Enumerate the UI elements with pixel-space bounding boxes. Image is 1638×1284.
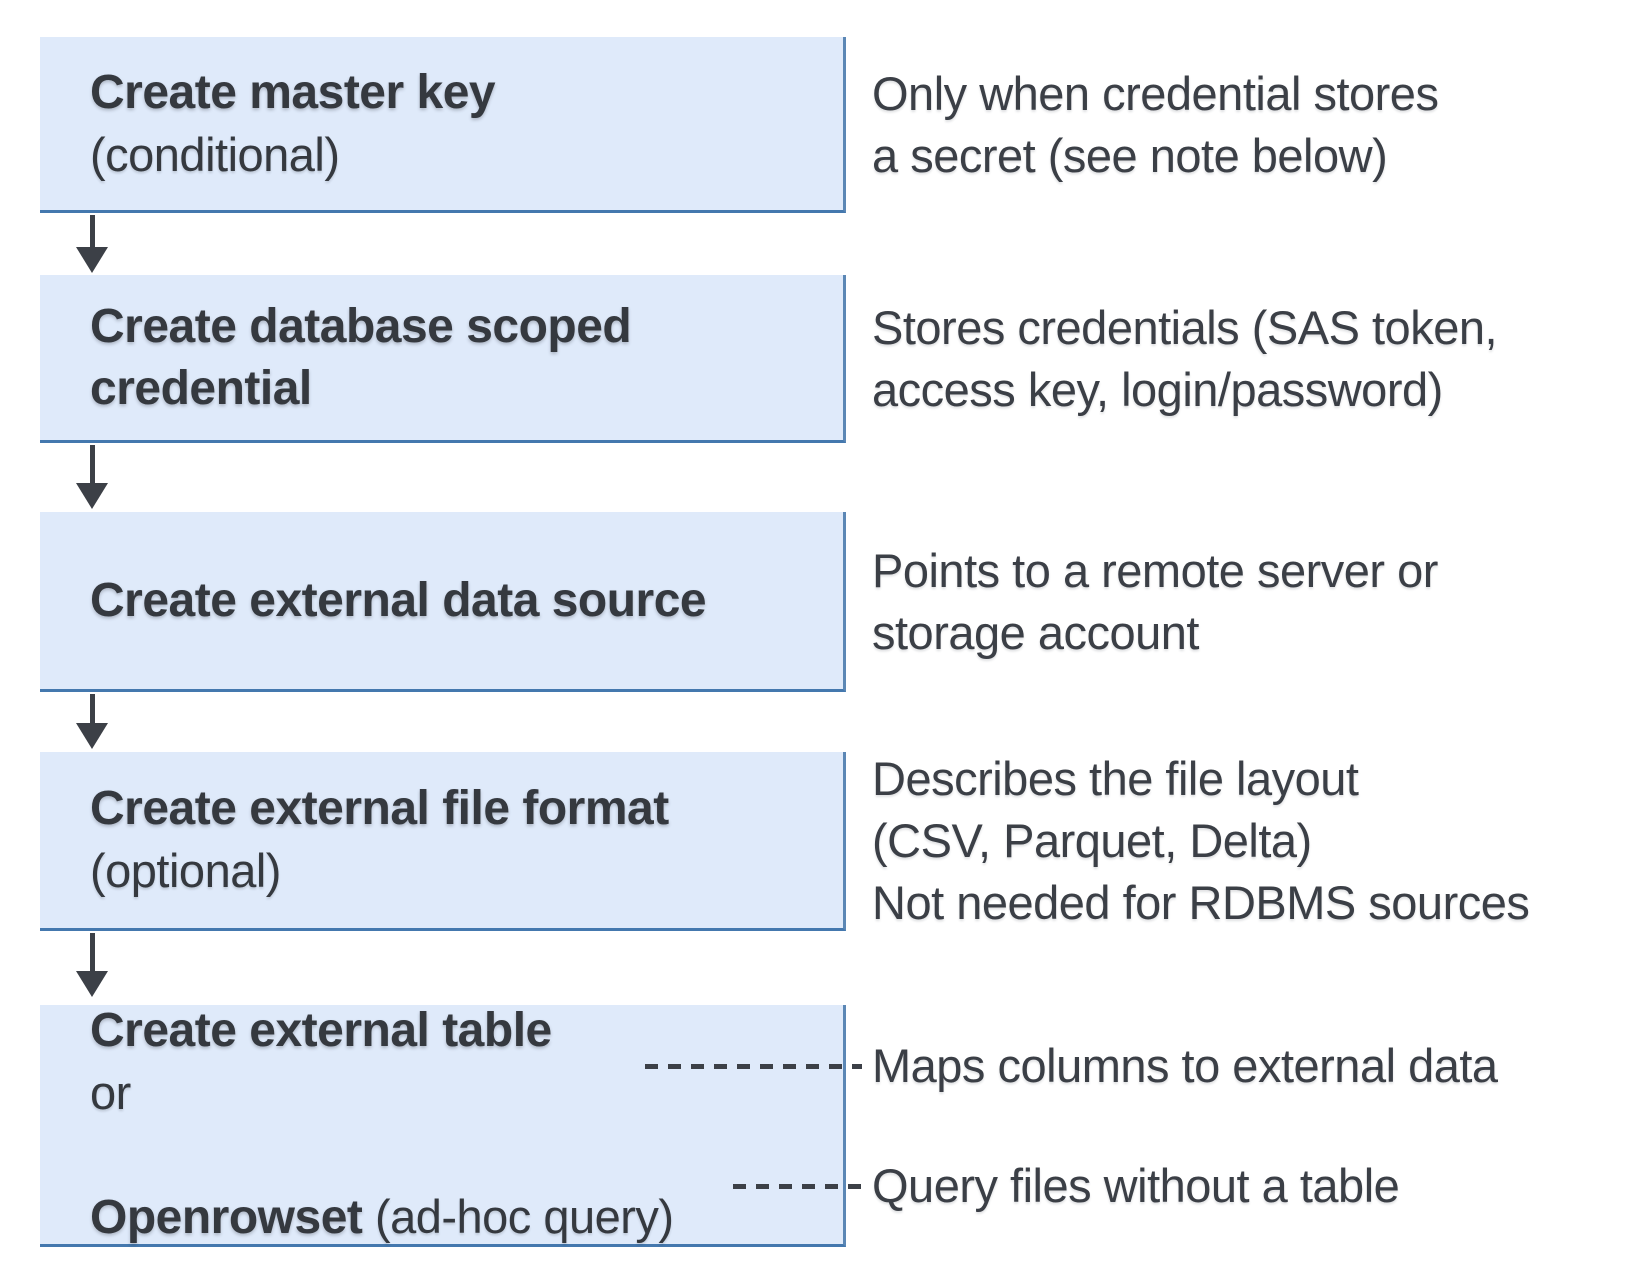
step-box-create-external-file-format: Create external file format (optional) — [40, 752, 846, 931]
step-title: Create master key — [90, 65, 496, 119]
step-box-create-database-scoped-credential: Create database scoped credential — [40, 275, 846, 443]
note-query-files: Query files without a table — [872, 1159, 1400, 1212]
arrow-down-icon — [76, 445, 108, 509]
arrow-shaft — [90, 933, 95, 973]
step-title: Create external data source — [90, 573, 707, 627]
arrow-shaft — [90, 694, 95, 725]
note-create-external-data-source: Points to a remote server or storage acc… — [872, 544, 1438, 659]
note-create-master-key: Only when credential stores a secret (se… — [872, 67, 1439, 182]
step-title-openrowset: Openrowset — [90, 1191, 363, 1244]
step-title-create-external-table: Create external table — [90, 1004, 552, 1057]
arrow-head — [76, 247, 108, 273]
arrow-shaft — [90, 215, 95, 249]
step-title: Create database scoped credential — [90, 299, 632, 415]
step-qualifier-adhoc-query: (ad-hoc query) — [362, 1190, 674, 1243]
arrow-shaft — [90, 445, 95, 485]
note-create-external-file-format: Describes the file layout (CSV, Parquet,… — [872, 752, 1530, 929]
arrow-head — [76, 483, 108, 509]
dashed-connector — [733, 1184, 863, 1189]
arrow-head — [76, 971, 108, 997]
step-qualifier: (conditional) — [90, 127, 340, 181]
step-qualifier: (optional) — [90, 844, 281, 897]
arrow-down-icon — [76, 215, 108, 273]
step-title: Create external file format — [90, 782, 669, 835]
step-box-create-external-data-source: Create external data source — [40, 512, 846, 692]
step-or-label: or — [90, 1066, 131, 1119]
dashed-connector — [645, 1064, 862, 1069]
arrow-down-icon — [76, 933, 108, 997]
step-box-create-master-key: Create master key (conditional) — [40, 37, 846, 213]
note-create-database-scoped-credential: Stores credentials (SAS token, access ke… — [872, 301, 1498, 416]
step-title-openrowset-line: Openrowset (ad-hoc query) — [90, 1124, 843, 1249]
arrow-head — [76, 723, 108, 749]
step-box-create-external-table-or-openrowset: Create external table or Openrowset (ad-… — [40, 1004, 846, 1249]
note-maps-columns: Maps columns to external data — [872, 1039, 1498, 1092]
arrow-down-icon — [76, 694, 108, 749]
